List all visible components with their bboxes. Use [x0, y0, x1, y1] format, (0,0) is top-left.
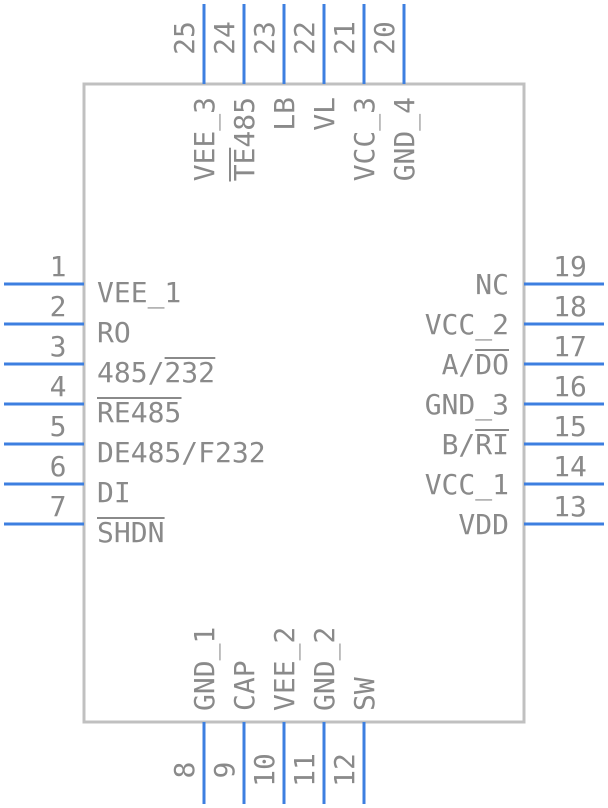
pin-16-label: GND_3: [425, 388, 509, 422]
pin-6-label: DI: [97, 476, 131, 509]
pin-2-label: RO: [97, 316, 131, 349]
pin-25-number: 25: [168, 21, 201, 55]
pin-7-label: SHDN: [97, 516, 164, 549]
pin-21-number: 21: [328, 21, 361, 55]
pin-18-number: 18: [553, 290, 587, 323]
pin-22-label: VL: [308, 97, 341, 131]
pin-19-label: NC: [475, 268, 509, 301]
pin-2-number: 2: [50, 290, 67, 323]
pin-11-label: GND_2: [308, 627, 342, 711]
pin-4-label: RE485: [97, 396, 181, 429]
pin-20-number: 20: [368, 21, 401, 55]
pin-12-label: SW: [348, 677, 381, 711]
pin-23-label: LB: [268, 97, 301, 131]
pin-23-number: 23: [248, 21, 281, 55]
pin-19-number: 19: [553, 250, 587, 283]
pin-13-label: VDD: [458, 508, 509, 541]
pin-18-label: VCC_2: [425, 308, 509, 342]
pin-16-number: 16: [553, 370, 587, 403]
pin-24-number: 24: [208, 21, 241, 55]
pin-5-number: 5: [50, 410, 67, 443]
pin-7-number: 7: [50, 490, 67, 523]
pin-10-number: 10: [248, 753, 281, 787]
pin-9-label: CAP: [228, 660, 261, 711]
pin-6-number: 6: [50, 450, 67, 483]
pin-1-number: 1: [50, 250, 67, 283]
pin-10-label: VEE_2: [268, 627, 302, 711]
pin-5-label: DE485/F232: [97, 436, 266, 469]
pin-12-number: 12: [328, 753, 361, 787]
pin-21-label: VCC_3: [348, 97, 382, 181]
pin-13-number: 13: [553, 490, 587, 523]
pin-8-number: 8: [168, 762, 201, 779]
pin-3-label: 485/232: [97, 356, 215, 389]
pin-24-label: TE485: [228, 97, 261, 181]
pin-15-label: B/RI: [442, 428, 509, 461]
pin-8-label: GND_1: [188, 627, 222, 711]
pin-3-number: 3: [50, 330, 67, 363]
pin-1-label: VEE_1: [97, 276, 181, 310]
pin-25-label: VEE_3: [188, 97, 222, 181]
pin-14-label: VCC_1: [425, 468, 509, 502]
pin-9-number: 9: [208, 762, 241, 779]
pin-15-number: 15: [553, 410, 587, 443]
pin-11-number: 11: [288, 753, 321, 787]
pin-17-label: A/DO: [442, 348, 509, 381]
pin-4-number: 4: [50, 370, 67, 403]
pin-20-label: GND_4: [388, 97, 422, 181]
pin-17-number: 17: [553, 330, 587, 363]
pin-22-number: 22: [288, 21, 321, 55]
pin-14-number: 14: [553, 450, 587, 483]
